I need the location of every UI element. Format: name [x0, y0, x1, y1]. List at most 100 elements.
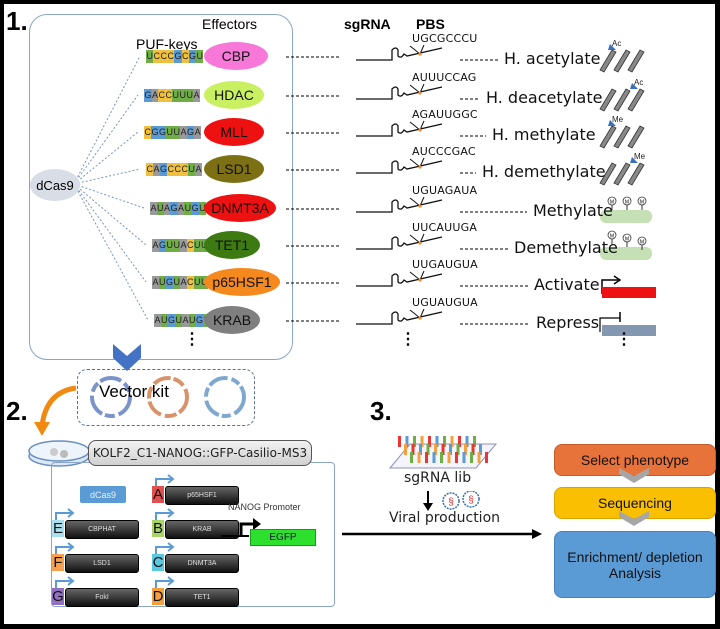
- sgrna-bar: [417, 452, 421, 463]
- effector-hdac: HDAC: [204, 81, 264, 109]
- sgrna-bar: [420, 436, 424, 447]
- sgrna-bar: [434, 444, 437, 455]
- svg-text:M: M: [610, 234, 614, 240]
- nanog-promoter-label: NANOG Promoter: [228, 502, 301, 512]
- down-chevron-icon: [113, 344, 141, 371]
- sgrna-bar: [458, 436, 461, 447]
- function-label: H. methylate: [492, 125, 596, 144]
- nucleotide: A: [182, 314, 189, 327]
- sgrna-lib-label: sgRNA lib: [404, 470, 472, 486]
- nucleotide: A: [193, 89, 200, 102]
- nucleotide: C: [186, 276, 194, 289]
- cassette-dnmt3a: DNMT3A: [165, 554, 239, 573]
- cassette-letter: D: [152, 588, 164, 605]
- sgrna-bar: [447, 452, 451, 463]
- nucleotide: U: [196, 50, 204, 63]
- sgrna-bar: [477, 452, 481, 463]
- nucleotide: C: [146, 163, 153, 176]
- hub-connector-line: [73, 183, 147, 246]
- function-label: Activate: [534, 275, 600, 294]
- hub-connector-line: [73, 55, 141, 185]
- sgrna-bar: [435, 436, 439, 447]
- sgrna-scaffold-icon: [356, 44, 443, 61]
- svg-text:Me: Me: [634, 152, 646, 161]
- sgrna-bar: [462, 452, 466, 463]
- cassette-letter: C: [152, 554, 164, 571]
- function-label: Methylate: [533, 201, 613, 220]
- sgrna-bar: [470, 452, 473, 463]
- function-label: Demethylate: [514, 238, 618, 257]
- sgrna-bar: [455, 452, 458, 463]
- sgrna-scaffold-icon: [356, 233, 443, 250]
- cassette-letter: E: [52, 520, 64, 537]
- gene-repress-icon: [599, 312, 656, 336]
- nucleotide: U: [160, 314, 168, 327]
- sgrna-bar: [426, 444, 430, 455]
- nucleotide: C: [160, 50, 167, 63]
- promoter-arrow-icon: [155, 508, 175, 522]
- sgrna-header: sgRNA: [344, 16, 391, 32]
- puf-key: AUGUACUU: [152, 276, 208, 289]
- nucleotide: A: [180, 126, 187, 139]
- sgrna-bar: [471, 444, 475, 455]
- cassette-p65hsf1: p65HSF1: [165, 486, 239, 505]
- sgrna-bar: [449, 444, 452, 455]
- sgrna-bar: [411, 444, 415, 455]
- nucleotide: A: [151, 89, 159, 102]
- effector-krab: KRAB: [204, 306, 260, 334]
- nucleotide: A: [195, 163, 202, 176]
- dcas9-cassette: dCas9: [80, 486, 126, 503]
- promoter-arrow-icon: [55, 508, 75, 522]
- nucleotide: U: [198, 202, 206, 215]
- effector-panel: [29, 14, 293, 360]
- ellipsis-sgrna: ⋮: [400, 331, 416, 348]
- svg-text:Me: Me: [612, 115, 624, 124]
- viral-production-label: Viral production: [389, 510, 501, 526]
- sgrna-bar: [464, 444, 467, 455]
- nucleotide: A: [177, 202, 185, 215]
- pbs-sequence: UGUAUGUA: [412, 296, 478, 309]
- nucleotide: U: [173, 126, 181, 139]
- nucleotide: G: [174, 50, 182, 63]
- nucleotide: U: [166, 239, 174, 252]
- sgrna-bar: [425, 452, 428, 463]
- histone-deacetylate-icon: Ac: [599, 78, 645, 112]
- nucleotide: G: [159, 163, 168, 176]
- sgrna-scaffold-icon: [356, 270, 443, 287]
- sgrna-scaffold-icon: [356, 83, 443, 100]
- effector-cbp: CBP: [204, 42, 268, 70]
- nucleotide: U: [188, 163, 196, 176]
- function-label: H. deacetylate: [486, 88, 603, 107]
- svg-text:§: §: [468, 495, 474, 506]
- culture-dish-icon: [28, 440, 90, 467]
- sgrna-bar: [413, 436, 416, 447]
- pbs-sequence: UUCAUUGA: [412, 221, 478, 234]
- effector-p65hsf1: p65HSF1: [204, 268, 280, 296]
- nucleotide: A: [150, 202, 157, 215]
- nucleotide: U: [188, 314, 196, 327]
- cassette-lsd1: LSD1: [65, 554, 139, 573]
- hub-connector-line: [73, 94, 139, 185]
- pbs-sequence: AUUUCCAG: [412, 71, 477, 84]
- nucleotide: G: [151, 126, 159, 139]
- flow-chevron-icon: [619, 468, 649, 483]
- nucleotide: A: [154, 314, 161, 327]
- effectors-header: Effectors: [202, 16, 257, 32]
- sgrna-bar: [441, 444, 445, 455]
- sgrna-library-icon: [388, 436, 498, 469]
- cell-line-label: KOLF2_C1-NANOG::GFP-Casilio-MS3: [88, 440, 312, 466]
- plasmid-icons: [90, 376, 246, 418]
- cassette-krab: KRAB: [165, 520, 239, 539]
- nucleotide: U: [193, 239, 201, 252]
- sgrna-scaffold-icon: [356, 308, 443, 325]
- promoter-arrow-icon: [55, 542, 75, 556]
- effector-tet1: TET1: [204, 231, 260, 259]
- pbs-sequence: UGUAGAUA: [412, 184, 478, 197]
- pbs-sequence: UGCGCCCU: [412, 32, 478, 45]
- viral-particles-icon: § §: [423, 491, 480, 511]
- vector-kit-box: [77, 369, 255, 426]
